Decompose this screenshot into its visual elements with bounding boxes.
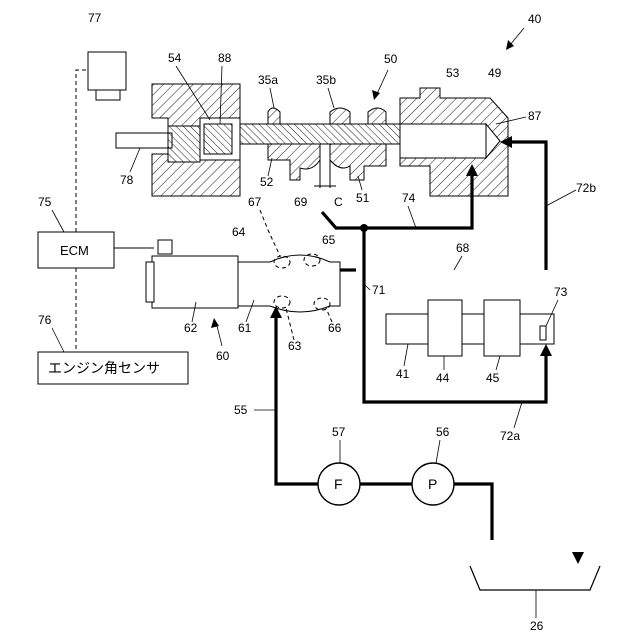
sleeve-52 (268, 144, 320, 180)
label-45: 45 (486, 371, 500, 385)
label-26: 26 (530, 619, 544, 633)
shaft-seal (168, 126, 200, 162)
cam-45 (484, 300, 520, 356)
port-73 (540, 326, 546, 340)
valve-body-61 (238, 255, 340, 312)
label-73: 73 (554, 285, 568, 299)
camshaft-41 (386, 314, 554, 344)
label-52: 52 (260, 175, 274, 189)
label-74: 74 (402, 191, 416, 205)
label-88: 88 (218, 51, 232, 65)
label-62: 62 (184, 321, 198, 335)
land-right (368, 108, 386, 124)
label-50: 50 (384, 52, 398, 66)
label-C: C (334, 195, 343, 209)
label-67: 67 (248, 195, 262, 209)
land-35a (268, 108, 280, 124)
solenoid-62-cap (146, 262, 154, 302)
label-66: 66 (328, 321, 342, 335)
sleeve-51 (330, 144, 386, 180)
line-69 (322, 212, 364, 228)
label-54: 54 (168, 51, 182, 65)
label-76: 76 (38, 313, 52, 327)
label-68: 68 (456, 241, 470, 255)
label-71: 71 (372, 283, 386, 297)
label-51: 51 (356, 191, 370, 205)
label-75: 75 (38, 195, 52, 209)
label-60: 60 (216, 349, 230, 363)
pump-symbol: P (428, 476, 437, 492)
line-55 (454, 484, 492, 540)
label-69: 69 (294, 195, 308, 209)
label-44: 44 (436, 371, 450, 385)
label-64: 64 (232, 225, 246, 239)
connector-tab (158, 240, 172, 254)
label-55: 55 (234, 403, 248, 417)
label-49: 49 (488, 66, 502, 80)
label-40: 40 (528, 12, 542, 26)
shaft-78 (116, 133, 172, 148)
label-53: 53 (446, 66, 460, 80)
camshaft-assembly (386, 300, 554, 356)
right-bore-87 (400, 124, 486, 158)
ecm-to-77-link (76, 70, 88, 232)
ecm-label: ECM (60, 243, 89, 258)
filter-symbol: F (334, 476, 343, 492)
label-77: 77 (88, 11, 102, 25)
label-61: 61 (238, 321, 252, 335)
cam-44 (428, 300, 462, 356)
component-77-base (96, 90, 120, 100)
label-72a: 72a (500, 429, 520, 443)
solenoid-valve-60 (146, 240, 340, 312)
label-35b: 35b (316, 73, 336, 87)
plunger-88 (204, 124, 232, 154)
valve-assembly (116, 84, 508, 196)
line-72b (508, 142, 546, 270)
label-87: 87 (528, 109, 542, 123)
label-57: 57 (332, 425, 346, 439)
engine-angle-sensor-label: エンジン角センサ (48, 361, 160, 377)
label-65: 65 (322, 233, 336, 247)
land-35b (330, 108, 350, 124)
component-77 (88, 52, 126, 90)
label-63: 63 (288, 339, 302, 353)
label-78: 78 (120, 173, 134, 187)
oil-pan-26 (470, 566, 600, 590)
solenoid-62 (152, 256, 238, 308)
label-56: 56 (436, 425, 450, 439)
label-35a: 35a (258, 73, 278, 87)
spool-body (240, 124, 400, 144)
label-72b: 72b (576, 181, 596, 195)
label-41: 41 (396, 367, 410, 381)
